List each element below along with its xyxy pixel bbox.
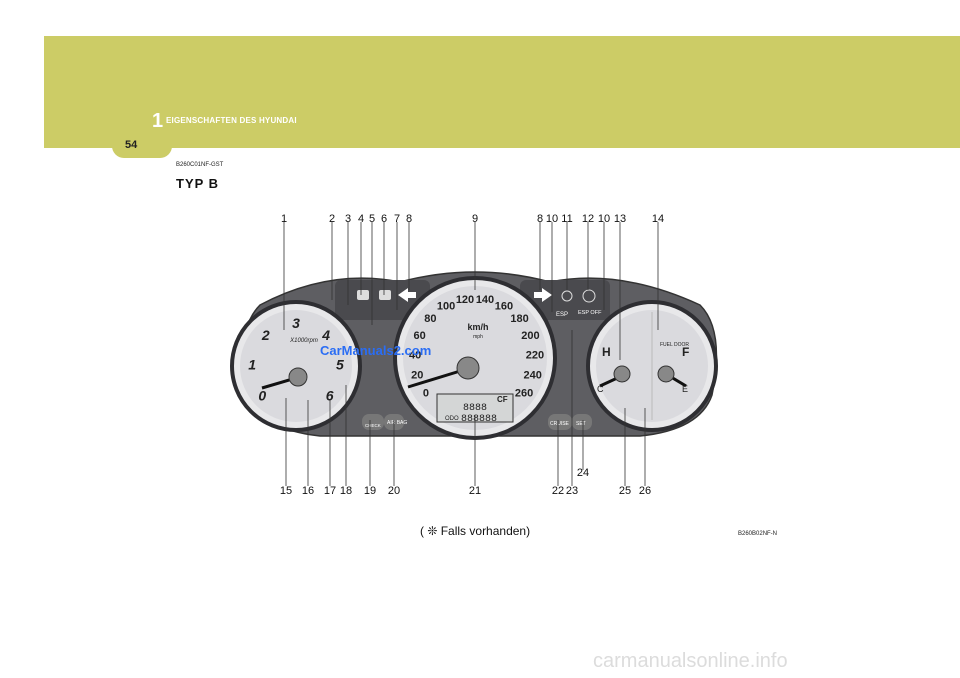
watermark-footer: carmanualsonline.info bbox=[593, 650, 788, 672]
callout-number: 26 bbox=[639, 485, 651, 497]
speed-label: 180 bbox=[510, 313, 528, 325]
chapter-title: EIGENSCHAFTEN DES HYUNDAI bbox=[166, 116, 297, 125]
callout-number: 7 bbox=[394, 213, 400, 225]
speed-label: 260 bbox=[515, 387, 533, 399]
trip-value: 8888 bbox=[463, 403, 487, 414]
speed-label: 60 bbox=[413, 330, 425, 342]
esp-off-label: ESP OFF bbox=[578, 310, 602, 316]
chapter-number: 1 bbox=[152, 110, 164, 132]
tach-label: 5 bbox=[336, 356, 344, 372]
turn-right-icon bbox=[534, 288, 552, 302]
odo-label: ODO bbox=[445, 416, 459, 422]
temp-fuel-gauge: H C F E FUEL DOOR bbox=[586, 300, 718, 432]
callout-number: 24 bbox=[577, 467, 589, 479]
callout-number: 9 bbox=[472, 213, 478, 225]
light-6 bbox=[379, 290, 391, 300]
type-label: TYP B bbox=[176, 176, 220, 191]
set-light bbox=[572, 414, 592, 430]
cruise-label: CRUISE bbox=[550, 421, 570, 427]
section-code: B260C01NF-GST bbox=[176, 162, 224, 168]
callout-number: 3 bbox=[345, 213, 351, 225]
speed-label: 80 bbox=[424, 313, 436, 325]
light-12-icon bbox=[582, 289, 596, 303]
mph-unit: mph bbox=[473, 334, 483, 340]
temp-hot: H bbox=[602, 345, 611, 359]
speed-unit: km/h bbox=[467, 322, 488, 332]
page-tab bbox=[112, 134, 172, 158]
airbag-label: AIR BAG bbox=[387, 420, 407, 426]
tach-label: 4 bbox=[321, 327, 330, 343]
tach-unit: X1000rpm bbox=[289, 338, 318, 344]
speed-label: 0 bbox=[423, 387, 429, 399]
callout-number: 14 bbox=[652, 213, 664, 225]
callout-number: 21 bbox=[469, 485, 481, 497]
speed-label: 140 bbox=[476, 294, 494, 306]
temp-cold: C bbox=[597, 384, 604, 394]
callout-number: 15 bbox=[280, 485, 292, 497]
callout-number: 1 bbox=[281, 213, 287, 225]
speed-label: 20 bbox=[411, 369, 423, 381]
callout-number: 12 bbox=[582, 213, 594, 225]
set-label: SET bbox=[576, 421, 586, 427]
speed-label: 40 bbox=[409, 349, 421, 361]
callout-number: 16 bbox=[302, 485, 314, 497]
leader-lines bbox=[283, 222, 659, 486]
fuel-full: F bbox=[682, 345, 689, 359]
tach-label: 6 bbox=[326, 387, 334, 403]
callout-number: 25 bbox=[619, 485, 631, 497]
tachometer: 012 3 456 X1000rpm bbox=[230, 300, 362, 432]
callout-number: 8 bbox=[406, 213, 412, 225]
odo-value: 888888 bbox=[461, 414, 497, 425]
callout-number: 13 bbox=[614, 213, 626, 225]
fuel-door-label: FUEL DOOR bbox=[660, 342, 689, 348]
cruise-light bbox=[548, 414, 572, 430]
watermark-logo: CarManuals2.com bbox=[320, 343, 432, 358]
display-flag: CF bbox=[497, 395, 508, 404]
speed-label: 220 bbox=[526, 349, 544, 361]
light-4 bbox=[357, 290, 369, 300]
callout-number: 5 bbox=[369, 213, 375, 225]
tach-labels: 012 3 456 bbox=[248, 315, 344, 403]
callout-number: 4 bbox=[358, 213, 364, 225]
callout-number: 10 bbox=[546, 213, 558, 225]
chapter-band bbox=[44, 36, 960, 148]
speed-label: 160 bbox=[495, 300, 513, 312]
speed-label: 240 bbox=[524, 369, 542, 381]
figure-code: B260B02NF-N bbox=[738, 531, 778, 537]
fuel-empty: E bbox=[682, 384, 688, 394]
callout-number: 17 bbox=[324, 485, 336, 497]
fog-light-icon bbox=[561, 290, 573, 302]
turn-left-icon bbox=[398, 288, 416, 302]
footnote: ( ❊ Falls vorhanden) bbox=[420, 524, 531, 538]
callout-number: 6 bbox=[381, 213, 387, 225]
tach-label: 2 bbox=[261, 327, 270, 343]
tach-label: 1 bbox=[248, 356, 256, 372]
speed-label: 200 bbox=[521, 330, 539, 342]
callout-number: 22 bbox=[552, 485, 564, 497]
tach-label: 3 bbox=[292, 315, 300, 331]
speed-label: 120 bbox=[456, 294, 474, 306]
callout-number: 11 bbox=[561, 213, 572, 225]
callout-number: 23 bbox=[566, 485, 578, 497]
callout-number: 18 bbox=[340, 485, 352, 497]
callout-number: 20 bbox=[388, 485, 400, 497]
callout-number: 10 bbox=[598, 213, 610, 225]
callout-number: 2 bbox=[329, 213, 335, 225]
check-light bbox=[362, 414, 384, 430]
callout-number: 19 bbox=[364, 485, 376, 497]
tach-label: 0 bbox=[258, 387, 266, 403]
page-number: 54 bbox=[125, 139, 138, 151]
esp-label: ESP bbox=[556, 312, 568, 318]
check-label: CHECK bbox=[365, 423, 381, 428]
callout-number: 8 bbox=[537, 213, 543, 225]
speed-label: 100 bbox=[437, 300, 455, 312]
